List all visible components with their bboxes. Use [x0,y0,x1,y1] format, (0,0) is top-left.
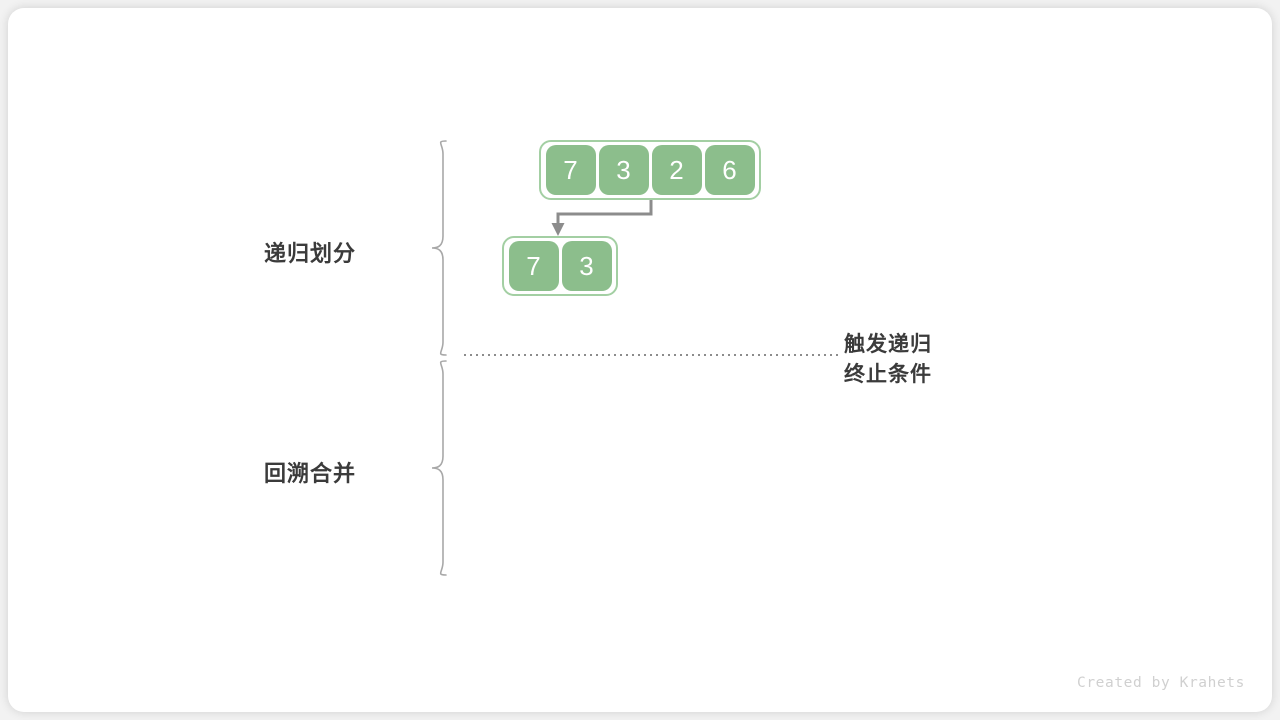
array-cell: 7 [545,145,596,195]
divide-arrow [551,192,653,236]
array-cell: 6 [704,145,755,195]
diagram-card: 递归划分 回溯合并 触发递归 终止条件 [8,8,1272,712]
array-cell: 7 [508,241,559,291]
recursion-terminate-dotted-line [464,354,838,356]
array-cell: 3 [598,145,649,195]
divide-arrowhead [551,223,565,236]
array-root: 7 3 2 6 [539,140,761,200]
array-left-subarray: 7 3 [502,236,618,296]
section-label-recursive-divide: 递归划分 [263,241,356,266]
array-cell: 3 [561,241,612,291]
annotation-line-2: 终止条件 [844,363,932,386]
diagram-stage: 递归划分 回溯合并 触发递归 终止条件 [8,8,1272,712]
brace-backtrack-merge [431,360,447,576]
annotation-recursion-terminate: 触发递归 终止条件 [844,330,932,390]
watermark-credit: Created by Krahets [1077,675,1245,691]
array-cell: 2 [651,145,702,195]
brace-recursive-divide [431,140,447,356]
section-label-backtrack-merge: 回溯合并 [263,461,356,486]
annotation-line-1: 触发递归 [844,333,932,356]
